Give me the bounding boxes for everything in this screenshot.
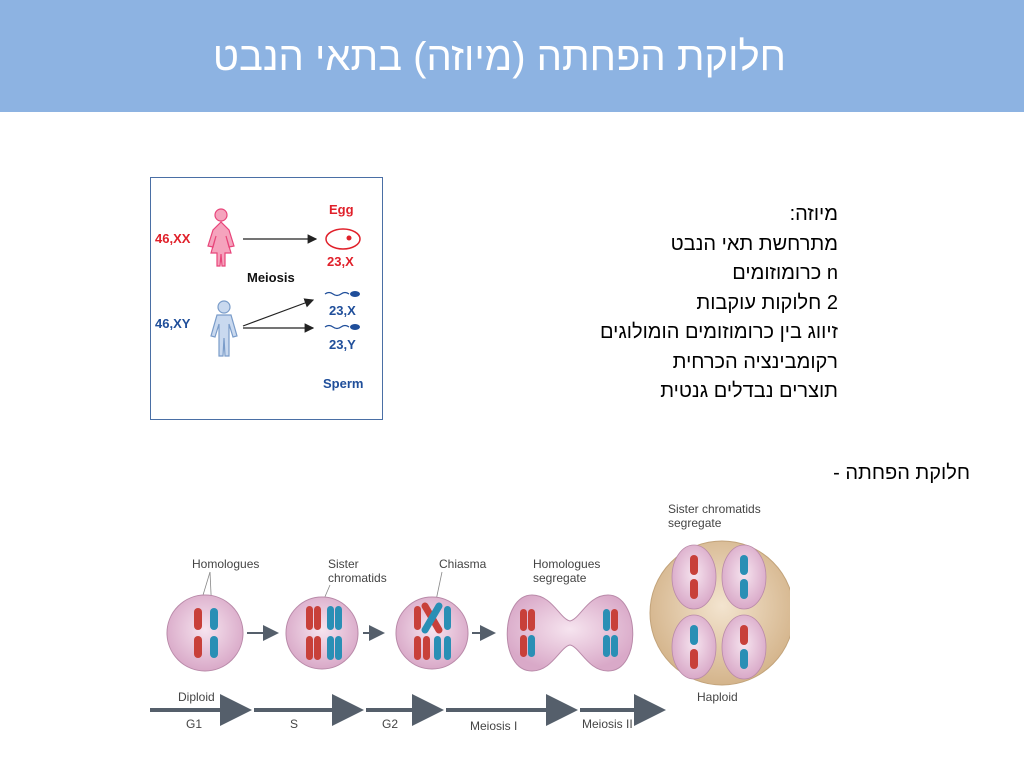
- female-figure-icon: [207, 208, 235, 267]
- egg-karyotype: 23,X: [327, 254, 354, 269]
- stage-g2: G2: [382, 717, 398, 731]
- egg-nucleus-icon: [346, 235, 352, 241]
- cell-g1: [166, 594, 244, 672]
- label-sister-segregate-1: Sister chromatids: [668, 502, 761, 516]
- label-haploid: Haploid: [697, 690, 738, 704]
- female-karyotype: 46,XX: [155, 231, 191, 246]
- label-sister-segregate-2: segregate: [668, 516, 722, 530]
- label-chiasma: Chiasma: [439, 557, 487, 571]
- stage-meiosis-1: Meiosis I: [470, 719, 517, 733]
- cell-g2-chiasma: [395, 596, 469, 670]
- list-item: זיווג בין כרומוזומים הומולוגים: [599, 321, 838, 343]
- karyotype-figure-svg: 46,XX Egg 23,X Meiosis 46,XY 23,X 23,Y S…: [155, 202, 363, 391]
- cell-s: [285, 596, 359, 670]
- meiosis-stages-diagram: Homologues Sister chromatids Chiasma Hom…: [150, 495, 795, 745]
- slide-title: חלוקת הפחתה (מיוזה) בתאי הנבט: [212, 35, 786, 79]
- list-item: 2 חלוקות עוקבות: [696, 291, 838, 314]
- label-sister: Sister: [328, 557, 359, 571]
- label-chromatids: chromatids: [328, 571, 387, 585]
- meiosis-label: Meiosis: [247, 270, 295, 285]
- male-karyotype: 46,XY: [155, 316, 191, 331]
- meiosis-stages-svg: Homologues Sister chromatids Chiasma Hom…: [150, 502, 795, 733]
- male-figure-icon: [210, 300, 238, 357]
- list-item: מתרחשת תאי הנבט: [670, 232, 838, 255]
- section-caption: חלוקת הפחתה -: [833, 462, 970, 484]
- label-diploid: Diploid: [178, 690, 215, 704]
- meiosis-features-list: מיוזה: מתרחשת תאי הנבט n כרומוזומים 2 חל…: [600, 200, 838, 407]
- stage-s: S: [290, 717, 298, 731]
- list-item: רקומבינציה הכרחית: [672, 350, 838, 373]
- list-item: תוצרים נבדלים גנטית: [660, 380, 838, 402]
- cell-meiosis-1: [506, 594, 634, 672]
- list-item: מיוזה:: [789, 203, 838, 225]
- egg-label: Egg: [329, 202, 354, 217]
- label-homologues: Homologues: [192, 557, 259, 571]
- sperm-icon: [324, 324, 360, 330]
- label-homologues-segregate-1: Homologues: [533, 557, 600, 571]
- sperm-label: Sperm: [323, 376, 363, 391]
- stage-g1: G1: [186, 717, 202, 731]
- title-bar: חלוקת הפחתה (מיוזה) בתאי הנבט: [0, 0, 1024, 112]
- sperm-karyotype-y: 23,Y: [329, 337, 356, 352]
- list-item: n כרומוזומים: [732, 262, 838, 284]
- cell-haploid: [649, 540, 795, 686]
- label-homologues-segregate-2: segregate: [533, 571, 587, 585]
- male-arrow-x: [242, 298, 315, 327]
- sperm-icon: [324, 291, 360, 297]
- stage-meiosis-2: Meiosis II: [582, 717, 633, 731]
- egg-cell-icon: [325, 228, 361, 250]
- sperm-karyotype-x: 23,X: [329, 303, 356, 318]
- meiosis-karyotype-figure: 46,XX Egg 23,X Meiosis 46,XY 23,X 23,Y S…: [150, 177, 383, 420]
